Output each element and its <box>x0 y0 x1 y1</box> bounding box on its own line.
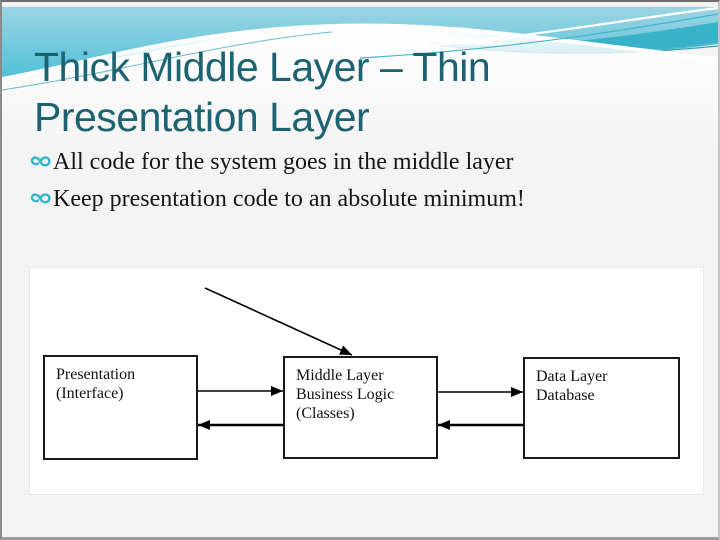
box-label-line: Business Logic <box>296 386 395 403</box>
bullet-text: Keep presentation code to an absolute mi… <box>53 186 525 212</box>
bullet-item: Keep presentation code to an absolute mi… <box>30 186 690 212</box>
box-label-line: Middle Layer <box>296 367 384 384</box>
ornament-bullet-icon <box>30 193 51 204</box>
presentation-box: Presentation (Interface) <box>43 355 198 460</box>
bullet-text: All code for the system goes in the midd… <box>53 149 514 175</box>
middle-layer-box: Middle Layer Business Logic (Classes) <box>283 356 438 459</box>
title-line-2: Presentation Layer <box>34 94 370 140</box>
ornament-bullet-icon <box>30 156 51 167</box>
page-title: Thick Middle Layer – Thin Presentation L… <box>34 42 674 142</box>
box-label-line: Database <box>536 387 595 404</box>
diagram-arrows <box>198 287 523 430</box>
bullet-item: All code for the system goes in the midd… <box>30 149 690 175</box>
box-label-line: (Interface) <box>56 385 124 402</box>
architecture-diagram: Presentation (Interface) Middle Layer Bu… <box>30 268 703 494</box>
annotation-arrow <box>204 287 353 356</box>
box-label-line: Presentation <box>56 366 136 383</box>
box-label-line: (Classes) <box>296 405 355 422</box>
data-layer-box: Data Layer Database <box>523 357 680 459</box>
bullet-list: All code for the system goes in the midd… <box>30 149 690 223</box>
box-label-line: Data Layer <box>536 368 608 385</box>
title-line-1: Thick Middle Layer – Thin <box>34 44 491 90</box>
